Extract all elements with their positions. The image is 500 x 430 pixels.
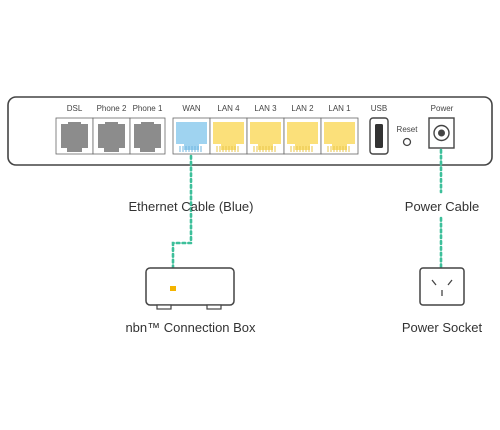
power-cable-caption: Power Cable <box>404 199 480 214</box>
wan-port <box>172 117 211 155</box>
lan-3-port <box>246 117 285 155</box>
phone-1-label: Phone 1 <box>132 104 163 113</box>
power-label: Power <box>430 104 454 113</box>
reset-hole <box>402 137 412 147</box>
nbn-connection-box <box>145 267 235 310</box>
ethernet-cable-caption: Ethernet Cable (Blue) <box>128 199 254 214</box>
wan-label: WAN <box>182 104 201 113</box>
reset-label: Reset <box>396 125 418 134</box>
ethernet-cable <box>171 154 193 289</box>
power-port <box>428 117 455 149</box>
nbn-box-caption: nbn™ Connection Box <box>125 320 256 335</box>
phone-2-port <box>92 117 131 155</box>
dsl-label: DSL <box>66 104 83 113</box>
phone-1-port <box>129 117 166 155</box>
lan-1-label: LAN 1 <box>328 104 351 113</box>
lan-4-port <box>209 117 248 155</box>
lan-2-label: LAN 2 <box>291 104 314 113</box>
lan-3-label: LAN 3 <box>254 104 277 113</box>
dsl-port <box>55 117 94 155</box>
power-socket-caption: Power Socket <box>401 320 483 335</box>
lan-1-port <box>320 117 359 155</box>
status-light <box>170 286 176 291</box>
usb-port <box>369 117 389 155</box>
lan-4-label: LAN 4 <box>217 104 240 113</box>
power-socket <box>419 267 465 306</box>
lan-2-port <box>283 117 322 155</box>
usb-label: USB <box>370 104 388 113</box>
phone-2-label: Phone 2 <box>96 104 127 113</box>
